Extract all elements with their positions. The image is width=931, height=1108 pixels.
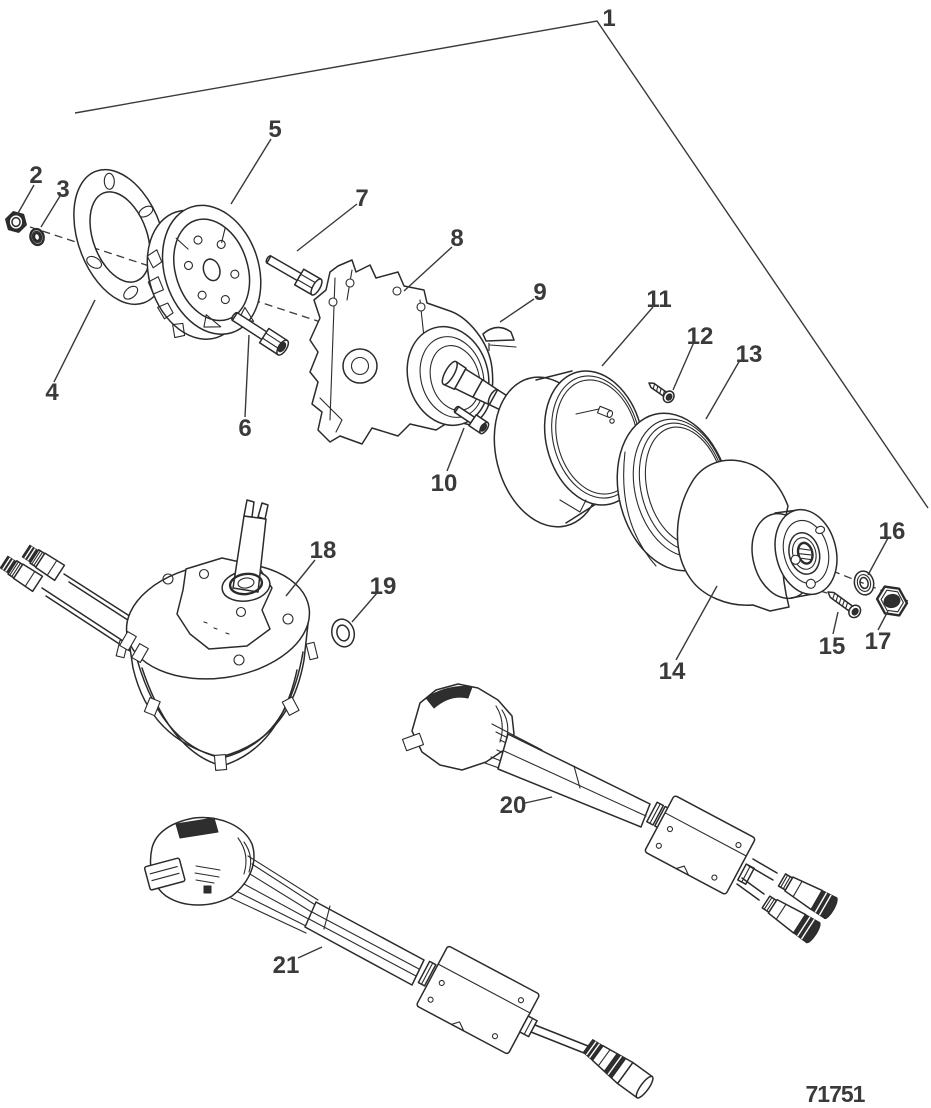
part-15-screw	[827, 591, 862, 619]
part-20-module	[644, 795, 756, 895]
part-2-locknut	[5, 211, 27, 233]
callout-1: 1	[602, 5, 615, 32]
part-21-harness	[143, 816, 654, 1099]
leader-lines	[16, 138, 889, 959]
callout-7: 7	[355, 185, 368, 212]
callout-13: 13	[736, 341, 763, 368]
callout-18: 18	[310, 537, 337, 564]
callout-12: 12	[687, 323, 714, 350]
part-20-harness	[401, 683, 838, 944]
drawing-number: 71751	[806, 1081, 866, 1107]
part-20-connector-b	[761, 895, 821, 944]
part-4-gasket	[73, 168, 167, 306]
callout-14: 14	[659, 658, 686, 685]
part-10-socket-screw	[453, 405, 490, 435]
part-21-module	[416, 945, 540, 1055]
part-16-washer	[853, 570, 875, 596]
callout-6: 6	[238, 415, 251, 442]
part-20-connector-a	[777, 873, 838, 920]
motor-cable-upper	[21, 544, 169, 647]
part-18-motor-assembly	[0, 499, 319, 771]
part-14-end-cap	[676, 459, 838, 612]
callout-11: 11	[646, 286, 671, 313]
callout-8: 8	[450, 225, 463, 252]
callout-19: 19	[370, 573, 397, 600]
part-6-socket-bolt	[231, 311, 290, 356]
callout-5: 5	[268, 116, 281, 143]
callout-4: 4	[45, 379, 59, 406]
callout-2: 2	[29, 162, 42, 189]
part-21-end-connector	[582, 1039, 654, 1099]
part-14-flange-face	[774, 508, 838, 596]
part-8-output-shaft	[441, 360, 513, 413]
part-3-washer	[29, 227, 45, 247]
callout-labels: 1 2 3 4 5 6 7 8 9 10 11 12 13 14 15 16 1…	[29, 5, 905, 979]
callout-16: 16	[879, 518, 906, 545]
callout-20: 20	[500, 792, 527, 819]
callout-3: 3	[56, 176, 69, 203]
part-9-key	[482, 326, 517, 348]
part-7-hex-bolt	[265, 255, 323, 296]
callout-15: 15	[819, 633, 846, 660]
callout-10: 10	[431, 470, 458, 497]
part-12-screw	[648, 382, 675, 404]
callout-17: 17	[865, 628, 892, 655]
assembly-bracket-line	[74, 20, 929, 509]
callout-21: 21	[273, 952, 300, 979]
part-17-hex-nut	[875, 585, 909, 617]
callout-9: 9	[533, 279, 546, 306]
part-8-drive-housing	[309, 259, 513, 445]
part-11-pin	[596, 405, 614, 418]
part-19-washer	[331, 618, 356, 648]
